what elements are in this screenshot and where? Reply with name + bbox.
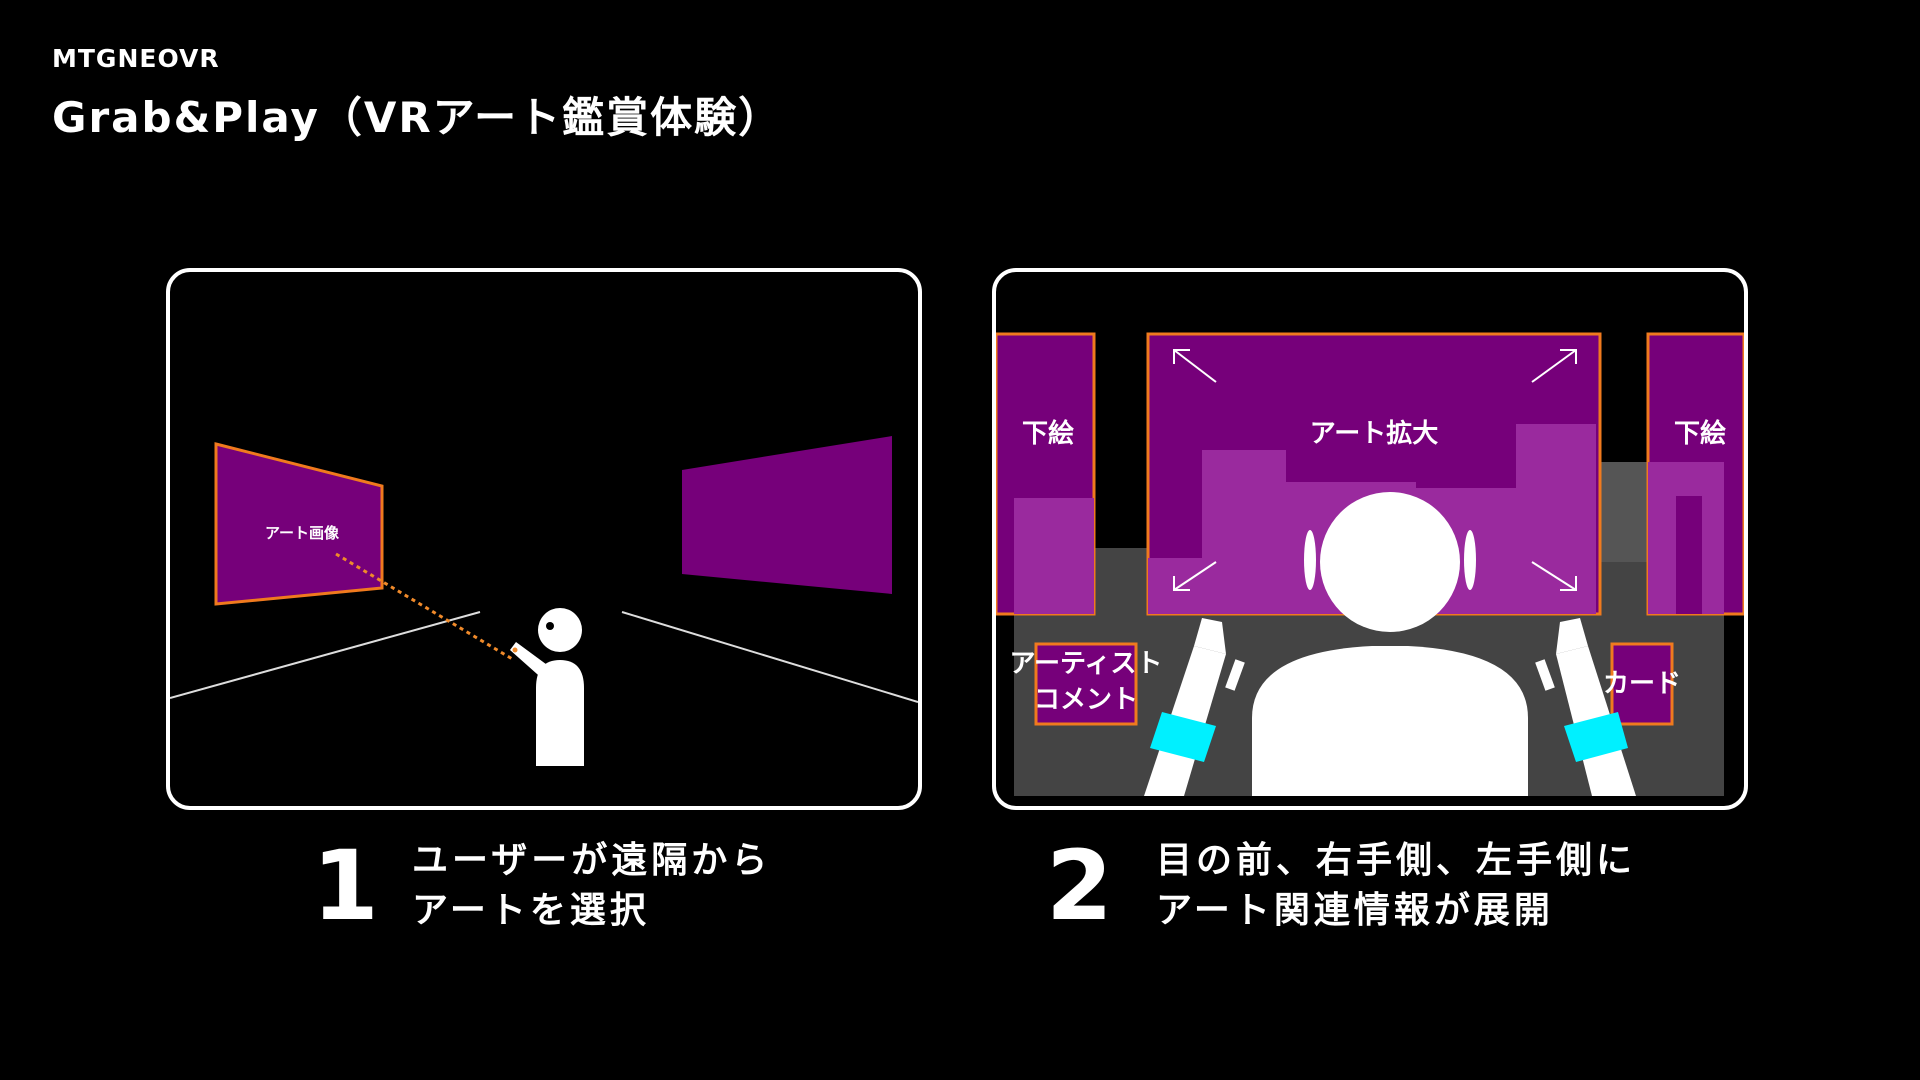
step2-illustration-panel: 下絵 アート拡大 下絵 アーティスト コメント カード [992, 268, 1748, 810]
step1-caption-line2: アートを選択 [412, 890, 650, 931]
art-image-label: アート画像 [265, 524, 340, 542]
floor-line-left [170, 611, 481, 699]
step1-caption-line1: ユーザーが遠隔から [412, 840, 772, 881]
selected-art-panel [214, 442, 384, 606]
left-hand [1194, 618, 1226, 654]
step1-scene: アート画像 [170, 436, 918, 766]
right-bracelet [1564, 712, 1628, 762]
pointer-beam [335, 552, 515, 662]
user-head-back [1320, 492, 1460, 632]
step2-scene: 下絵 アート拡大 下絵 アーティスト コメント カード [996, 332, 1744, 796]
step2-caption-line2: アート関連情報が展開 [1156, 890, 1554, 931]
right-sketch-gap [1676, 496, 1702, 614]
left-sketch-label: 下絵 [1022, 418, 1074, 449]
step2-caption: 目の前、右手側、左手側に アート関連情報が展開 [1156, 836, 1636, 936]
card-label: カード [1603, 669, 1681, 699]
artist-comment-box [1034, 642, 1138, 726]
user-head [538, 608, 582, 652]
floor-line-right [621, 611, 918, 703]
page-title: Grab&Play（VRアート鑑賞体験） [52, 93, 783, 142]
user-eye [546, 622, 554, 630]
left-bracelet [1150, 712, 1216, 762]
distant-art-panel [682, 436, 892, 594]
step2-number: 2 [1046, 830, 1113, 942]
step1-illustration-panel: アート画像 [166, 268, 922, 810]
user-body-back [1252, 646, 1528, 796]
step1-caption: ユーザーが遠隔から アートを選択 [412, 836, 771, 936]
user-body [536, 660, 584, 766]
right-thumb [1535, 659, 1555, 691]
right-hand [1556, 618, 1588, 654]
step2-caption-line1: 目の前、右手側、左手側に [1156, 840, 1637, 881]
artist-comment-label-line2: コメント [1034, 685, 1138, 715]
step1-number: 1 [312, 830, 379, 942]
headphone-left [1304, 530, 1316, 590]
right-sketch-label: 下絵 [1674, 418, 1726, 449]
expand-arrows-icon [1173, 349, 1577, 591]
left-thumb [1225, 659, 1245, 691]
left-sketch-shade [1014, 498, 1094, 614]
card-box [1610, 642, 1674, 726]
controller-tip [512, 647, 518, 653]
headphone-right [1464, 530, 1476, 590]
enlarged-art-label: アート拡大 [1310, 419, 1438, 449]
artist-comment-label-line1: アーティスト [1010, 649, 1163, 679]
brand-name: MTGNEOVR [52, 44, 220, 73]
user-arm [510, 642, 554, 682]
